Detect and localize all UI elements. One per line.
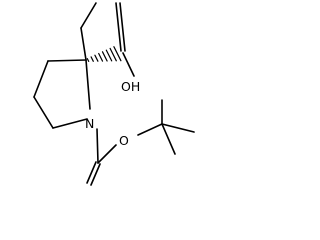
ester-o-tbutyl-bond (137, 123, 163, 136)
ring-c2-c3-bond (47, 59, 87, 62)
carbamate-carbonyl-double-bond-a (86, 161, 97, 184)
ring-c5-n-bond (52, 118, 88, 129)
tbutyl-methyl-right-bond (161, 123, 195, 133)
ester-oxygen-label: O (119, 133, 129, 148)
acid-hydroxyl-label: OH (121, 79, 140, 94)
chemical-structure: N OH O O (33, 2, 195, 186)
ring-c3-c4-bond (33, 60, 49, 98)
acid-carbonyl-double-bond-b (119, 2, 126, 52)
ring-n-c2-bond (85, 59, 91, 110)
carbamate-carbonyl-double-bond-b (90, 163, 101, 186)
acid-c-oh-bond (122, 52, 135, 77)
carbamate-c-o-bond (97, 144, 117, 164)
ethyl-ch2-ch3-bond (80, 2, 97, 29)
tbutyl-methyl-bottom-bond (161, 123, 176, 155)
acid-carbonyl-double-bond-a (115, 2, 122, 52)
ring-c4-c5-bond (33, 96, 54, 129)
ring-nitrogen-label: N (85, 116, 94, 131)
stereo-hash-bond (86, 46, 122, 63)
n-carbamate-c-bond (96, 128, 99, 164)
ethyl-c2-ch2-bond (80, 27, 87, 61)
